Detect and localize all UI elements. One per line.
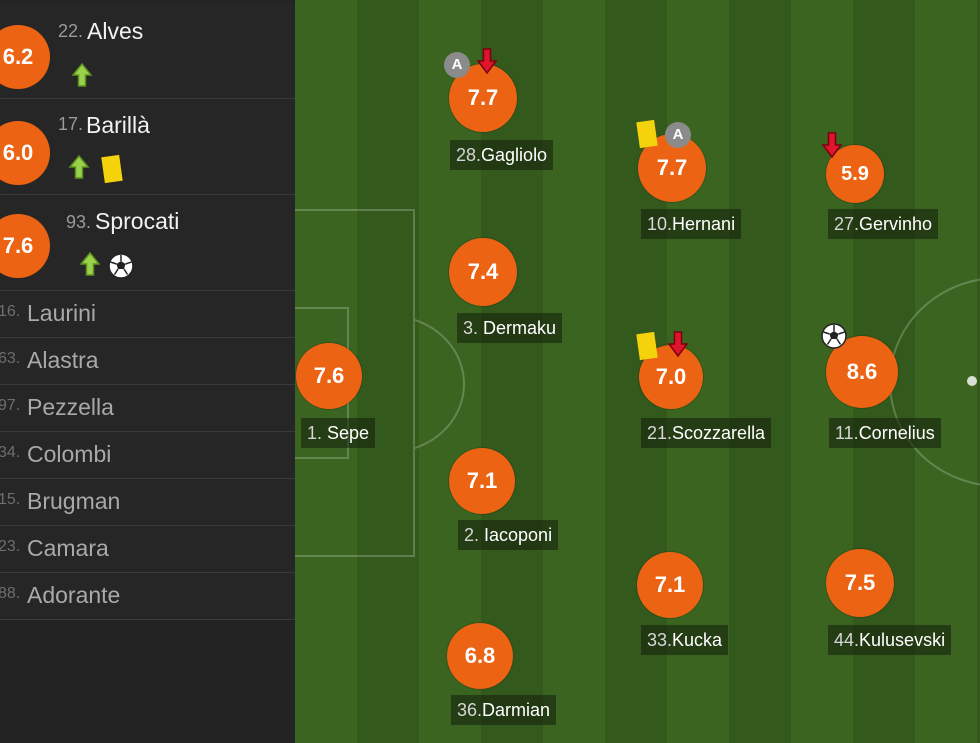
soccer-ball-icon (821, 323, 847, 349)
player-name: Camara (27, 535, 109, 561)
player-label[interactable]: 10.Hernani (641, 209, 742, 239)
player-name: Adorante (27, 582, 121, 608)
player-name: Dermaku (483, 318, 557, 338)
player-number: 34. (0, 444, 21, 461)
captain-icon: A (665, 122, 691, 148)
player-label[interactable]: 28.Gagliolo (450, 140, 554, 170)
player-number: 15. (0, 491, 21, 508)
player-number: 1. (307, 423, 328, 443)
player-name: Iacoponi (484, 525, 553, 545)
player-number: 17. (58, 114, 84, 134)
player-number: 93. (66, 212, 92, 232)
sub-out-arrow-icon (821, 132, 843, 159)
player-number: 3. (463, 318, 484, 338)
player-name: Sepe (327, 423, 370, 443)
bench-row[interactable]: 88. Adorante (0, 573, 295, 620)
rating-badge: 7.1 (449, 448, 515, 514)
player-name: Kulusevski (859, 630, 946, 650)
rating-badge: 7.6 (0, 214, 50, 278)
player-label[interactable]: 21.Scozzarella (641, 418, 772, 448)
player-label[interactable]: 11.Cornelius (829, 418, 941, 448)
soccer-ball-icon (108, 253, 134, 279)
yellow-card-icon (636, 331, 658, 361)
player-number: 16. (0, 303, 21, 320)
player-number: 97. (0, 397, 21, 414)
player-label[interactable]: 36.Darmian (451, 695, 557, 725)
player-label[interactable]: 33.Kucka (641, 625, 729, 655)
player-number: 10. (647, 214, 673, 234)
player-name: Sprocati (95, 208, 180, 234)
player-number: 63. (0, 350, 21, 367)
player-number: 22. (58, 21, 84, 41)
player-label[interactable]: 1. Sepe (301, 418, 376, 448)
player-number: 88. (0, 585, 21, 602)
bench-row[interactable]: 34. Colombi (0, 432, 295, 479)
rating-badge: 7.0 (639, 345, 703, 409)
bench-row[interactable]: 63. Alastra (0, 338, 295, 385)
sub-in-arrow-icon (79, 251, 101, 276)
player-label[interactable]: 27.Gervinho (828, 209, 939, 239)
player-name: Gervinho (859, 214, 933, 234)
player-number: 44. (834, 630, 860, 650)
player-number: 23. (0, 538, 21, 555)
rating-badge: 7.1 (637, 552, 703, 618)
player-number: 36. (457, 700, 483, 720)
player-label[interactable]: 2. Iacoponi (458, 520, 559, 550)
player-name: Alves (87, 18, 144, 44)
substitute-row[interactable]: 6.2 22. Alves (0, 3, 295, 99)
player-name: Cornelius (858, 423, 935, 443)
player-name: Scozzarella (672, 423, 766, 443)
player-name: Barillà (86, 112, 150, 138)
player-name: Brugman (27, 488, 121, 514)
rating-badge: 7.4 (449, 238, 517, 306)
player-number: 28. (456, 145, 482, 165)
player-label[interactable]: 3. Dermaku (457, 313, 563, 343)
bench-row[interactable]: 15. Brugman (0, 479, 295, 526)
player-number: 27. (834, 214, 860, 234)
center-spot (967, 376, 977, 386)
player-name: Laurini (27, 300, 97, 326)
player-number: 11. (835, 423, 859, 443)
player-number: 2. (464, 525, 485, 545)
rating-badge: 6.8 (447, 623, 513, 689)
bench-row[interactable]: 23. Camara (0, 526, 295, 573)
player-name: Alastra (27, 347, 99, 373)
bench-row[interactable]: 16. Laurini (0, 291, 295, 338)
yellow-card-icon (636, 119, 658, 149)
yellow-card-icon (101, 154, 123, 184)
rating-badge: 5.9 (826, 145, 884, 203)
sub-in-arrow-icon (71, 62, 93, 87)
sub-out-arrow-icon (476, 48, 498, 75)
player-name: Darmian (482, 700, 551, 720)
player-label[interactable]: 44.Kulusevski (828, 625, 952, 655)
football-pitch: 7.6 1. Sepe 7.7 A 28.Gagliolo 7.4 3. Der… (295, 0, 980, 743)
substitutes-panel: 6.2 22. Alves 6.0 17. Barillà 7.6 93. Sp… (0, 0, 295, 743)
player-name: Colombi (27, 441, 112, 467)
player-number: 33. (647, 630, 673, 650)
bench-row[interactable]: 97. Pezzella (0, 385, 295, 432)
player-name: Hernani (672, 214, 736, 234)
player-name: Pezzella (27, 394, 114, 420)
player-name: Gagliolo (481, 145, 548, 165)
player-number: 21. (647, 423, 673, 443)
sub-out-arrow-icon (667, 331, 689, 358)
substitute-row[interactable]: 6.0 17. Barillà (0, 99, 295, 195)
captain-icon: A (444, 52, 470, 78)
player-name: Kucka (672, 630, 723, 650)
rating-badge: 7.6 (296, 343, 362, 409)
rating-badge: 6.0 (0, 121, 50, 185)
penalty-area (295, 209, 415, 557)
sub-in-arrow-icon (68, 154, 90, 179)
rating-badge: 6.2 (0, 25, 50, 89)
rating-badge: 7.5 (826, 549, 894, 617)
substitute-row[interactable]: 7.6 93. Sprocati (0, 195, 295, 291)
